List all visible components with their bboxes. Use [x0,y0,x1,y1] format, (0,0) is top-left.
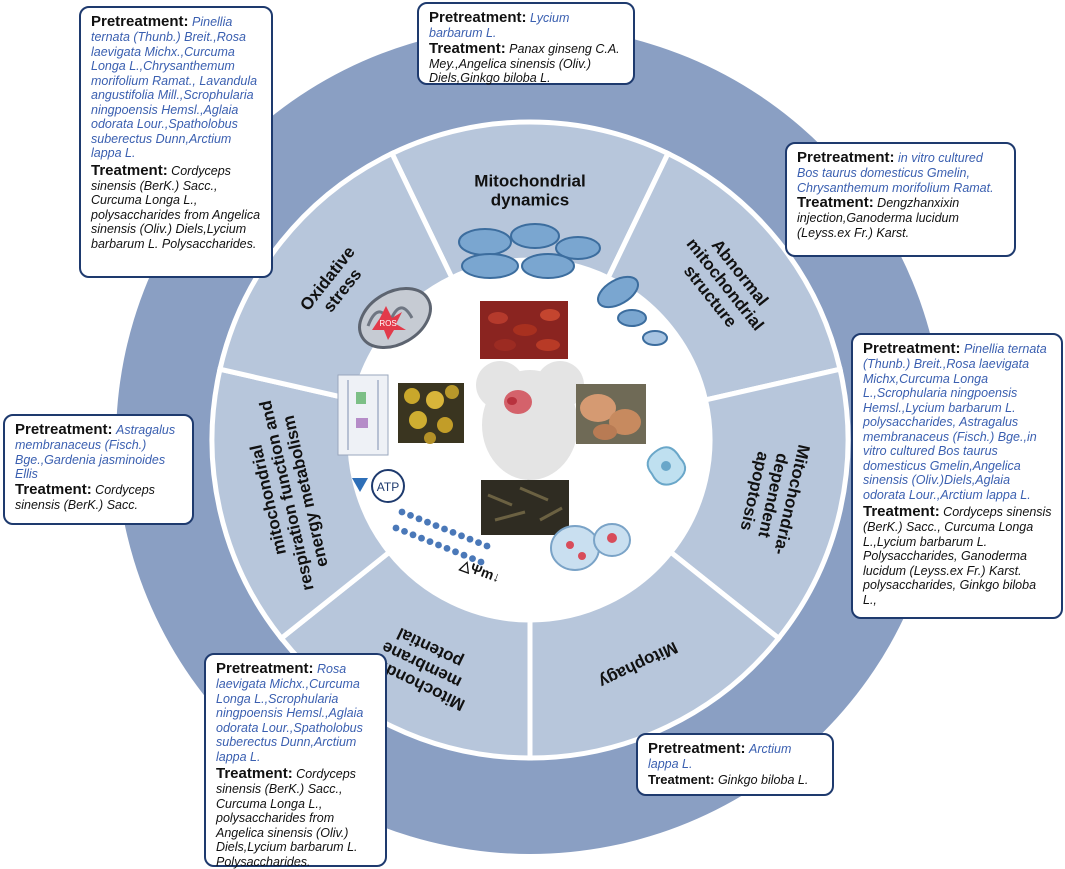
treatment-list: Ginkgo biloba L. [717,772,809,787]
treatment-list: Dengzhanxixin injection,Ganoderma lucidu… [797,196,960,240]
segment-label-line: dynamics [491,191,569,210]
treatment-list: Panax ginseng C.A. Mey.,Angelica sinensi… [429,41,620,86]
lipid-head [418,534,425,542]
pretreatment-heading: Pretreatment: [429,9,527,26]
pretreatment-heading: Pretreatment: [797,149,895,166]
pretreatment-list: Pinellia ternata (Thunb.) Breit.,Rosa la… [863,342,1047,502]
treatment-heading: Treatment: [429,39,506,57]
pretreatment-heading: Pretreatment: [91,13,189,30]
lipid-head [483,542,491,550]
bottom-right-treatment-box: Pretreatment: Arctium lappa L. Treatment… [636,733,834,796]
top-right-treatment-box: Pretreatment: in vitro cultured Bos taur… [785,142,1016,257]
top-treatment-box: Pretreatment: Lycium barbarum L. Treatme… [417,2,635,85]
pretreatment-heading: Pretreatment: [863,340,961,357]
treatment-heading: Treatment: [216,765,293,782]
pretreatment-list: in vitro cultured Bos taurus domesticus … [797,151,994,195]
bottom-left-treatment-box: Pretreatment: Rosa laevigata Michx.,Curc… [204,653,387,869]
lipid-head [452,548,459,556]
treatment-heading: Treatment: [15,480,92,498]
pretreatment-list: Astragalus membranaceus (Fisch.) Bge.,Ga… [15,423,176,481]
atp-label: ATP [377,480,399,494]
lipid-head [407,512,414,519]
treatment-heading: Treatment: [863,503,940,520]
lipid-head [469,555,476,562]
segment-label-line: Mitochondrial [474,172,585,191]
pretreatment-heading: Pretreatment: [216,660,314,677]
lipid-head [466,535,474,543]
ros-label: ROS [379,319,396,328]
right-treatment-box: Pretreatment: Pinellia ternata (Thunb.) … [851,333,1063,619]
lipid-head [449,529,457,536]
treatment-list: Cordyceps sinensis (BerK.) Sacc., Curcum… [91,163,261,251]
dried-herb-photo [481,480,569,535]
electron-transport-chain-icon [337,374,389,456]
damaged-mitochondria-icon [597,275,668,346]
atp-synthase-icon: ATP [352,469,405,503]
lipid-bilayer-icon [392,508,491,566]
lipid-head [435,541,442,549]
treatment-list: Cordyceps sinensis (BerK.) Sacc., Curcum… [863,505,1052,607]
treatment-heading: Treatment: [91,161,168,179]
treatment-heading: Treatment: [797,194,874,211]
center-illustrations [398,301,646,535]
lipid-head [458,532,465,540]
lipid-head [415,515,423,523]
treatment-heading: Treatment: [648,771,715,787]
lipid-head [477,558,485,566]
treatment-list: Cordyceps sinensis (BerK.) Sacc., Curcum… [216,767,358,869]
lipid-head [392,524,400,532]
lipid-head [432,522,440,529]
lipid-head [426,538,434,545]
segment-illustrations: ROS ATP △Ψm↓ [337,223,687,585]
ganoderma-photo [576,384,646,444]
pretreatment-list: Pinellia ternata (Thunb.) Breit.,Rosa la… [91,15,258,160]
lipid-head [424,518,431,526]
lipid-head [401,528,408,535]
top-left-treatment-box: Pretreatment: Pinellia ternata (Thunb.) … [79,6,273,278]
left-treatment-box: Pretreatment: Astragalus membranaceus (F… [3,414,194,525]
mitophagy-vesicle-icon [550,523,631,571]
treatment-list: Cordyceps sinensis (BerK.) Sacc. [15,482,155,512]
lipid-head [441,525,448,533]
ros-mitochondrion-icon: ROS [358,287,432,349]
pretreatment-heading: Pretreatment: [648,740,746,757]
lipid-head [443,545,451,552]
mitochondria-network-icon [458,223,601,279]
pretreatment-list: Lycium barbarum L. [429,11,570,40]
lipid-head [409,531,417,539]
pretreatment-list: Rosa laevigata Michx.,Curcuma Longa L.,S… [216,662,364,764]
lipid-head [398,508,406,516]
lipid-head [460,551,468,559]
lipid-head [475,539,482,546]
mouse-icon [476,361,584,514]
pretreatment-heading: Pretreatment: [15,421,113,438]
pretreatment-list: Arctium lappa L. [648,742,792,771]
goji-berry-photo [480,301,568,359]
apoptotic-cell-icon [646,446,687,486]
chrysanthemum-photo [398,383,464,444]
